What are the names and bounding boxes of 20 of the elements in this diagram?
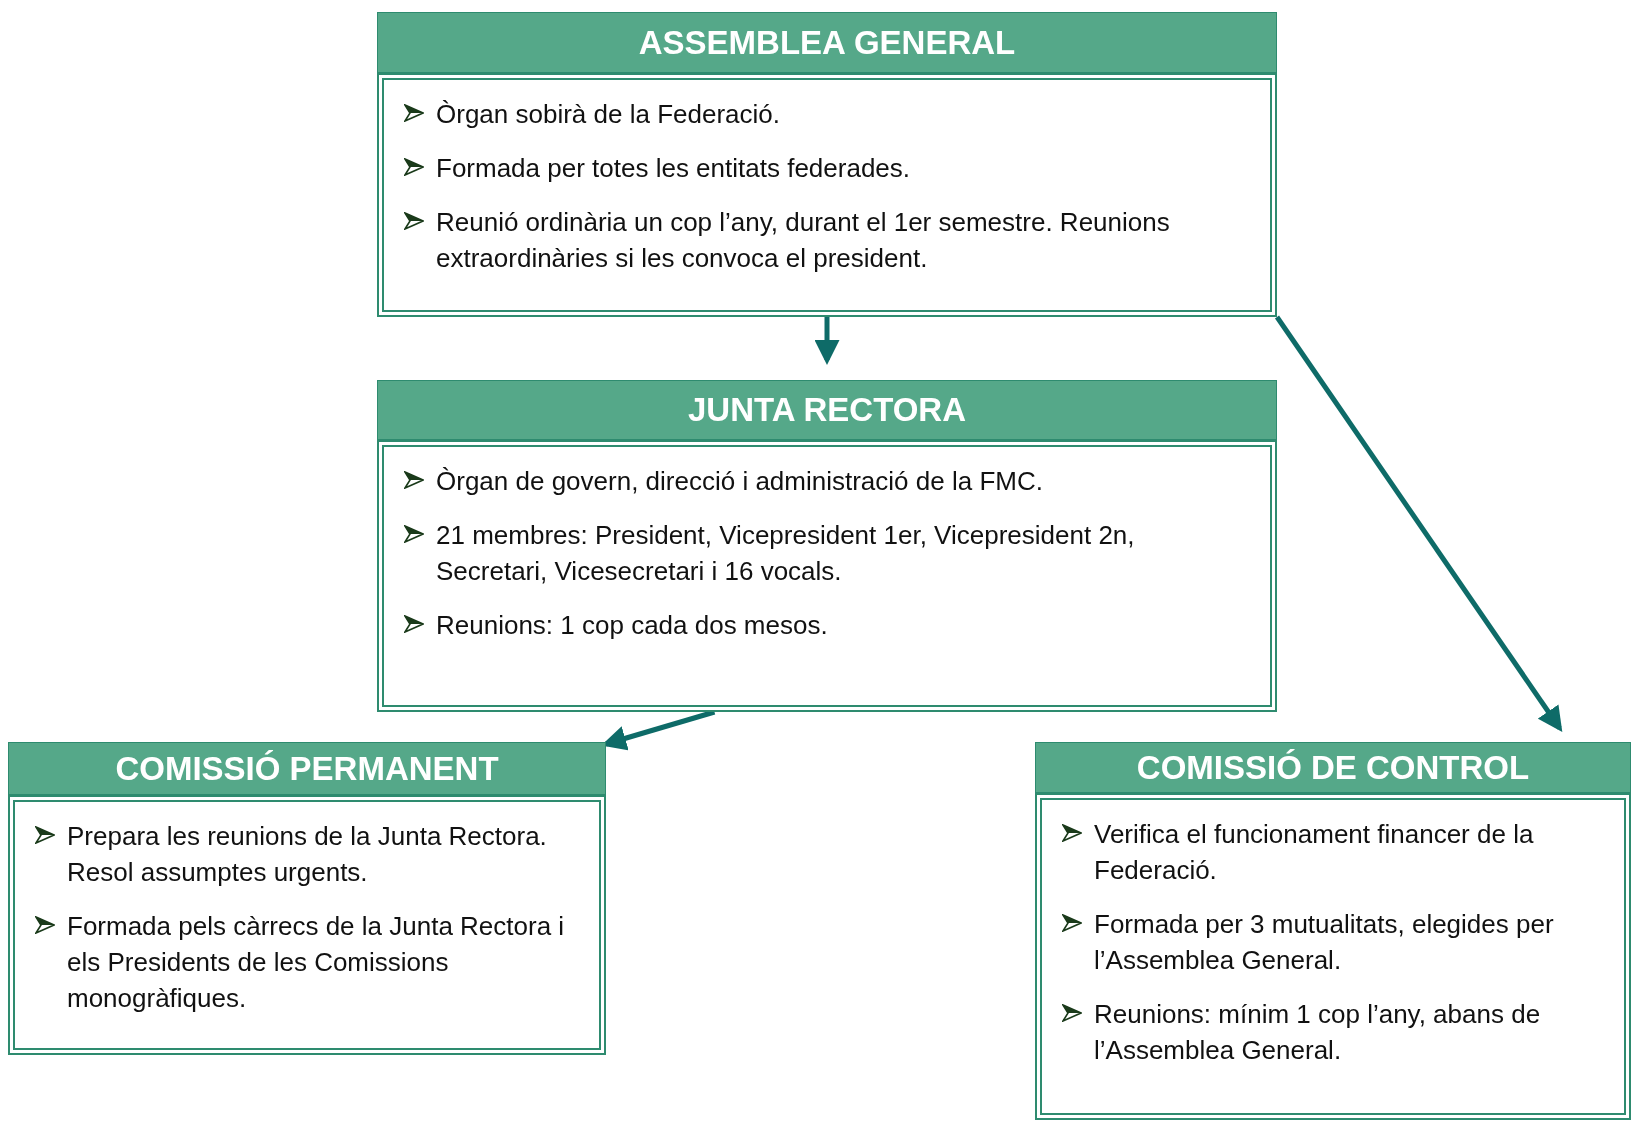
org-card	[377, 12, 1277, 317]
bullet-text: Reunions: 1 cop cada dos mesos.	[436, 609, 828, 642]
bullet-text: Verifica el funcionament financer de la Federació.	[1094, 818, 1535, 887]
card-header: COMISSIÓ PERMANENT	[8, 742, 606, 795]
bullet-text: 21 membres: President, Vicepresident 1er, Vicepresident 2n, Secretari, Vicesecretari i 16 vocals.	[436, 519, 1136, 588]
bullet-text: Òrgan de govern, direcció i administració de la FMC.	[436, 465, 1043, 498]
bullet-text: Formada per 3 mutualitats, elegides per l’Assemblea General.	[1094, 908, 1555, 977]
org-card	[8, 742, 606, 1055]
org-card	[377, 380, 1277, 712]
bullet-text: Reunió ordinària un cop l’any, durant el 1er semestre. Reunions extraordinàries si les convoca el president.	[436, 206, 1171, 275]
card-header: COMISSIÓ DE CONTROL	[1035, 742, 1631, 793]
bullet-text: Reunions: mínim 1 cop l’any, abans de l’Assemblea General.	[1094, 998, 1542, 1067]
bullet-text: Prepara les reunions de la Junta Rectora. Resol assumptes urgents.	[67, 820, 548, 889]
card-header: ASSEMBLEA GENERAL	[377, 12, 1277, 73]
card-header: JUNTA RECTORA	[377, 380, 1277, 440]
bullet-text: Òrgan sobirà de la Federació.	[436, 98, 780, 131]
bullet-text: Formada pels càrrecs de la Junta Rectora i els Presidents de les Comissions monogràfiques.	[67, 910, 566, 1015]
arrow	[814, 317, 840, 365]
bullet-text: Formada per totes les entitats federades.	[436, 152, 911, 185]
arrow	[1274, 315, 1563, 733]
